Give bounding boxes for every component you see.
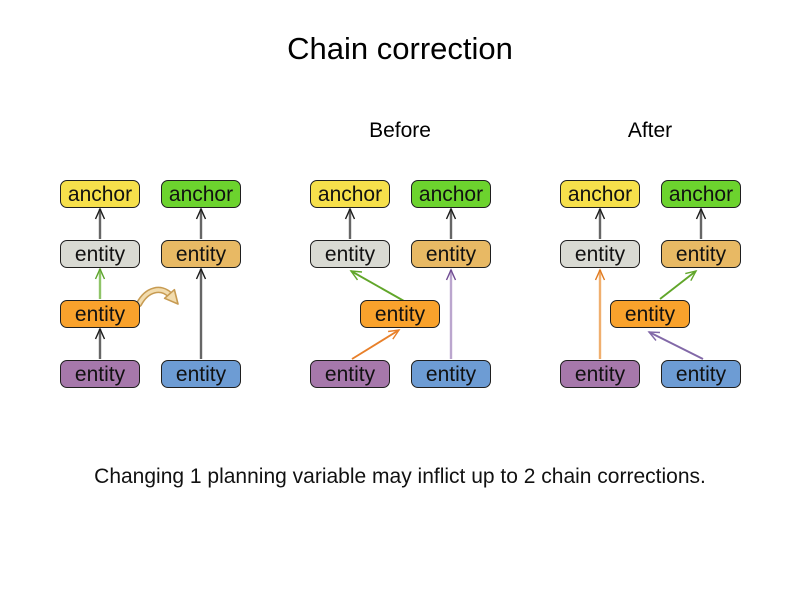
arrow-after-tan-entity-to-green-anchor (695, 207, 707, 239)
arrow-initial-blue-entity-to-tan-entity (195, 267, 207, 359)
arrow-after-blue-entity-to-orange-entity (647, 331, 704, 360)
arrow-after-purple-entity-to-gray-entity (594, 268, 606, 359)
arrow-initial-gray-entity-to-yellow-anchor (94, 207, 106, 239)
caption-text: Changing 1 planning variable may inflict… (94, 465, 706, 488)
initial-tan-entity: entity (161, 240, 241, 268)
page-title: Chain correction (287, 31, 513, 66)
arrow-before-blue-entity-to-tan-entity (445, 268, 457, 359)
after-yellow-anchor: anchor (560, 180, 640, 208)
before-green-anchor: anchor (411, 180, 491, 208)
before-purple-entity: entity (310, 360, 390, 388)
before-blue-entity: entity (411, 360, 491, 388)
before-orange-entity: entity (360, 300, 440, 328)
initial-gray-entity: entity (60, 240, 140, 268)
arrow-after-orange-entity-to-tan-entity (659, 269, 698, 300)
arrow-initial-purple-entity-to-orange-entity (94, 327, 106, 359)
before-yellow-anchor: anchor (310, 180, 390, 208)
arrow-before-gray-entity-to-yellow-anchor (344, 207, 356, 239)
after-label: After (627, 119, 673, 142)
before-gray-entity: entity (310, 240, 390, 268)
after-tan-entity: entity (661, 240, 741, 268)
arrow-initial-orange-entity-to-gray-entity (94, 267, 106, 299)
initial-blue-entity: entity (161, 360, 241, 388)
arrow-before-purple-entity-to-orange-entity (351, 329, 401, 360)
arrow-before-orange-entity-to-gray-entity (349, 270, 405, 302)
before-label: Before (369, 119, 431, 142)
arrow-after-gray-entity-to-yellow-anchor (594, 207, 606, 239)
after-green-anchor: anchor (661, 180, 741, 208)
arrow-before-tan-entity-to-green-anchor (445, 207, 457, 239)
initial-orange-entity: entity (60, 300, 140, 328)
initial-purple-entity: entity (60, 360, 140, 388)
initial-yellow-anchor: anchor (60, 180, 140, 208)
before-tan-entity: entity (411, 240, 491, 268)
arrow-initial-tan-entity-to-green-anchor (195, 207, 207, 239)
after-orange-entity: entity (610, 300, 690, 328)
after-purple-entity: entity (560, 360, 640, 388)
move-arrow (135, 286, 179, 308)
after-blue-entity: entity (661, 360, 741, 388)
after-gray-entity: entity (560, 240, 640, 268)
initial-green-anchor: anchor (161, 180, 241, 208)
